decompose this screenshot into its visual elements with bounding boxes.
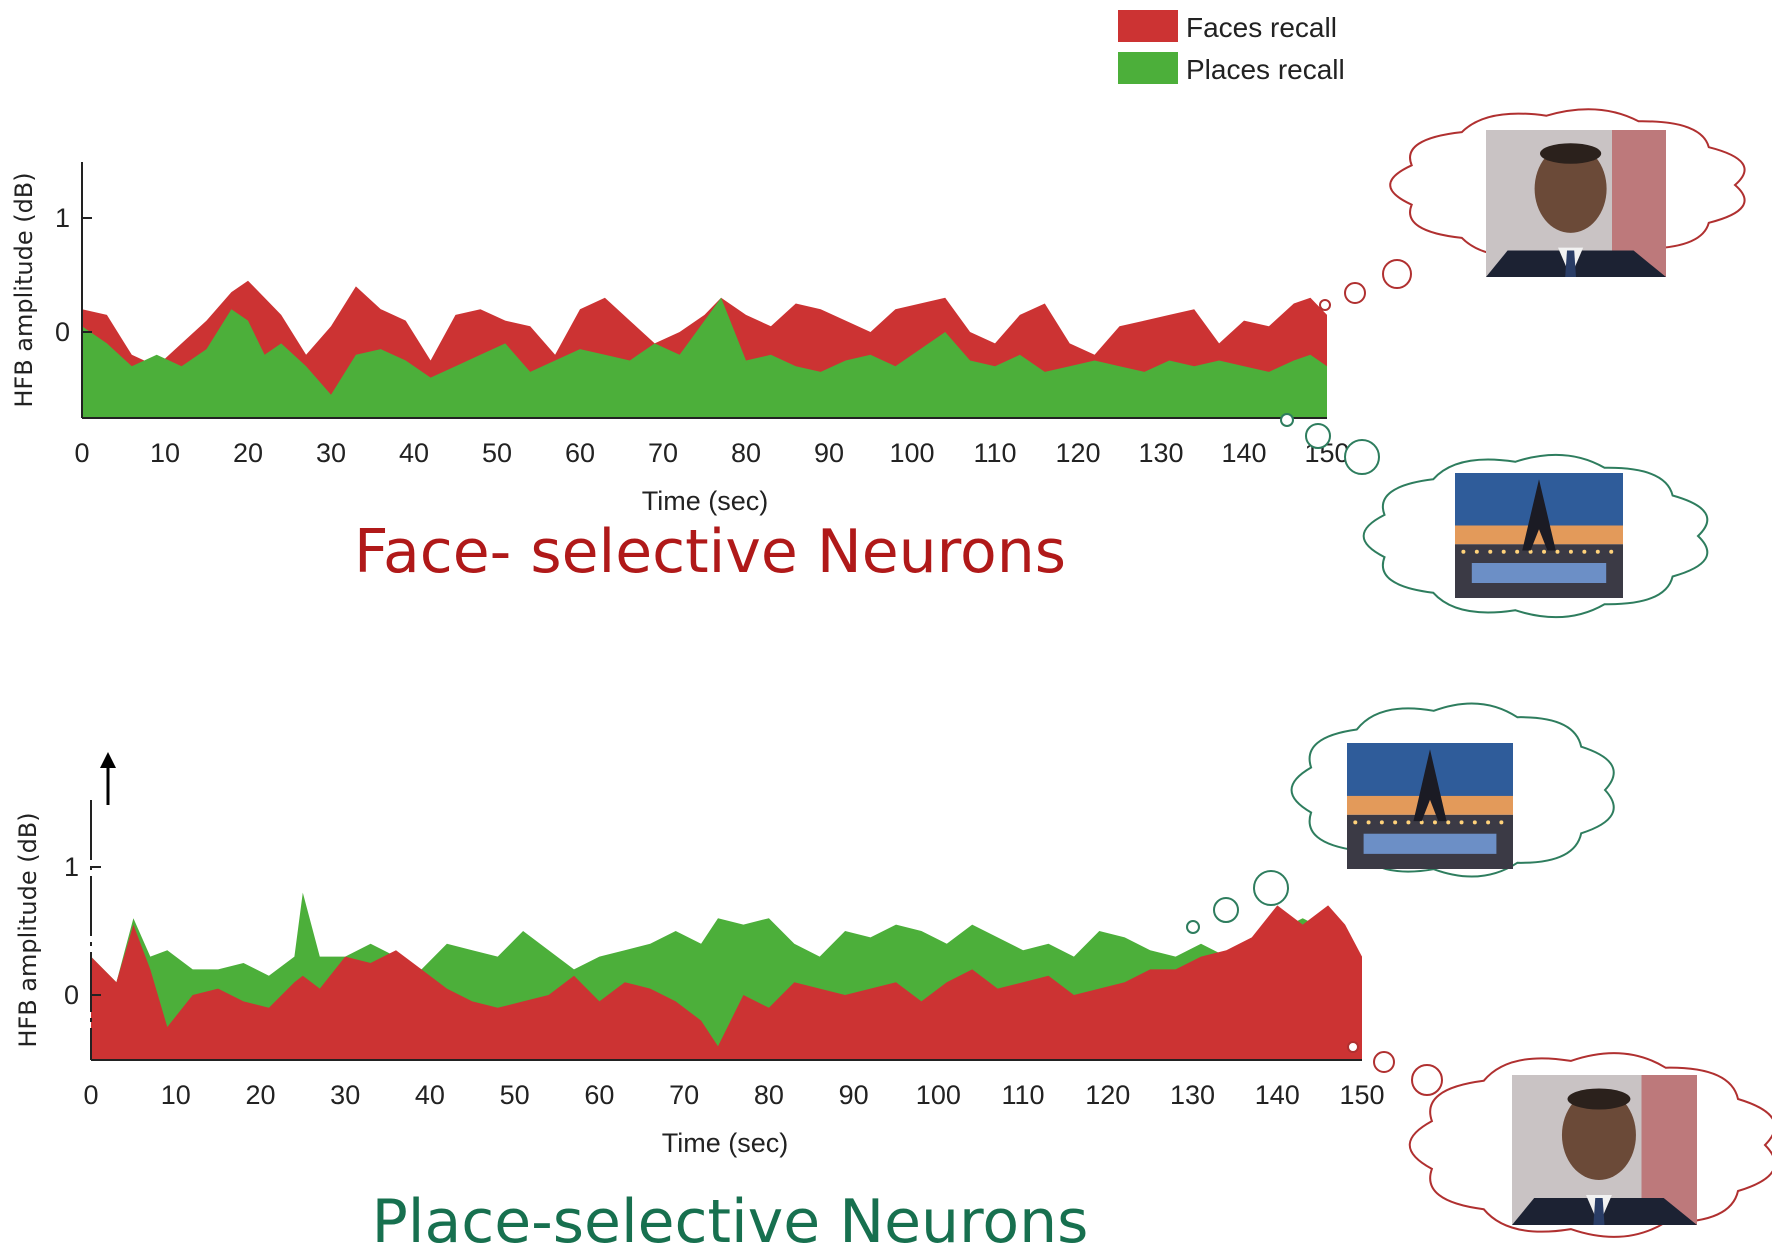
- thought-dot: [1411, 1064, 1443, 1096]
- panel-title-place: Place-selective Neurons: [372, 1187, 1089, 1257]
- x-tick-label: 80: [731, 438, 761, 468]
- thought-dot: [1347, 1041, 1359, 1053]
- x-tick-label: 50: [482, 438, 512, 468]
- y-tick-label: 1: [55, 203, 70, 233]
- x-tick-label: 80: [754, 1080, 784, 1110]
- x-tick-label: 40: [399, 438, 429, 468]
- x-tick-label: 90: [839, 1080, 869, 1110]
- x-tick-label: 20: [233, 438, 263, 468]
- x-tick-label: 70: [669, 1080, 699, 1110]
- x-tick-label: 30: [316, 438, 346, 468]
- panel-title-face: Face- selective Neurons: [354, 517, 1066, 587]
- legend-swatch-faces: [1118, 10, 1178, 42]
- up-arrow-icon: [100, 752, 116, 805]
- y-tick-label: 0: [55, 317, 70, 347]
- thought-dot: [1382, 259, 1412, 289]
- legend-label-places: Places recall: [1186, 54, 1345, 85]
- x-tick-label: 90: [814, 438, 844, 468]
- eiffel-tower-photo-icon: [1455, 473, 1623, 598]
- series-area-places-recall: [82, 297, 1327, 418]
- x-tick-label: 70: [648, 438, 678, 468]
- x-tick-label: 0: [83, 1080, 98, 1110]
- legend: Faces recall Places recall: [1118, 10, 1345, 85]
- y-tick-labels: 01: [64, 852, 101, 1010]
- x-tick-label: 20: [245, 1080, 275, 1110]
- y-tick-labels: 01: [55, 203, 92, 347]
- thought-dot: [1319, 299, 1331, 311]
- thought-dot: [1344, 282, 1366, 304]
- x-tick-label: 60: [565, 438, 595, 468]
- y-axis-title: HFB amplitude (dB): [10, 172, 38, 407]
- x-tick-label: 100: [916, 1080, 961, 1110]
- x-tick-labels: 0 10 20 30 40 50 60 70 80 90 100 110 120 130 140 150: [83, 1080, 1384, 1110]
- series-area-faces-recall: [91, 905, 1362, 1060]
- thought-dot: [1280, 413, 1294, 427]
- x-tick-label: 130: [1170, 1080, 1215, 1110]
- x-tick-label: 120: [1085, 1080, 1130, 1110]
- thought-dot: [1186, 920, 1200, 934]
- face-photo-icon: [1486, 130, 1666, 277]
- x-tick-label: 50: [500, 1080, 530, 1110]
- x-tick-label: 30: [330, 1080, 360, 1110]
- x-tick-label: 60: [584, 1080, 614, 1110]
- y-tick-label: 0: [64, 980, 79, 1010]
- x-tick-label: 0: [74, 438, 89, 468]
- x-axis-title: Time (sec): [662, 1128, 789, 1158]
- place-selective-areas: [91, 892, 1362, 1060]
- thought-dot: [1373, 1051, 1395, 1073]
- x-tick-label: 140: [1255, 1080, 1300, 1110]
- thought-bubbles: [1186, 108, 1772, 1238]
- thought-dot: [1305, 423, 1331, 449]
- y-axis-title: HFB amplitude (dB): [14, 812, 42, 1047]
- eiffel-tower-photo-icon: [1347, 743, 1513, 869]
- x-tick-label: 110: [1002, 1080, 1045, 1110]
- x-tick-label: 40: [415, 1080, 445, 1110]
- face-photo-icon: [1512, 1075, 1697, 1225]
- x-tick-label: 10: [150, 438, 180, 468]
- legend-swatch-places: [1118, 52, 1178, 84]
- thought-dot: [1253, 870, 1289, 906]
- face-selective-areas: [82, 280, 1327, 418]
- y-tick-label: 1: [64, 852, 79, 882]
- x-tick-label: 110: [973, 438, 1016, 468]
- legend-label-faces: Faces recall: [1186, 12, 1337, 43]
- x-tick-label: 120: [1055, 438, 1100, 468]
- x-tick-label: 150: [1339, 1080, 1384, 1110]
- x-axis-title: Time (sec): [642, 486, 769, 516]
- x-tick-label: 100: [889, 438, 934, 468]
- x-tick-label: 130: [1138, 438, 1183, 468]
- x-tick-label: 140: [1221, 438, 1266, 468]
- x-tick-label: 10: [161, 1080, 191, 1110]
- thought-dot: [1344, 439, 1380, 475]
- thought-dot: [1213, 897, 1239, 923]
